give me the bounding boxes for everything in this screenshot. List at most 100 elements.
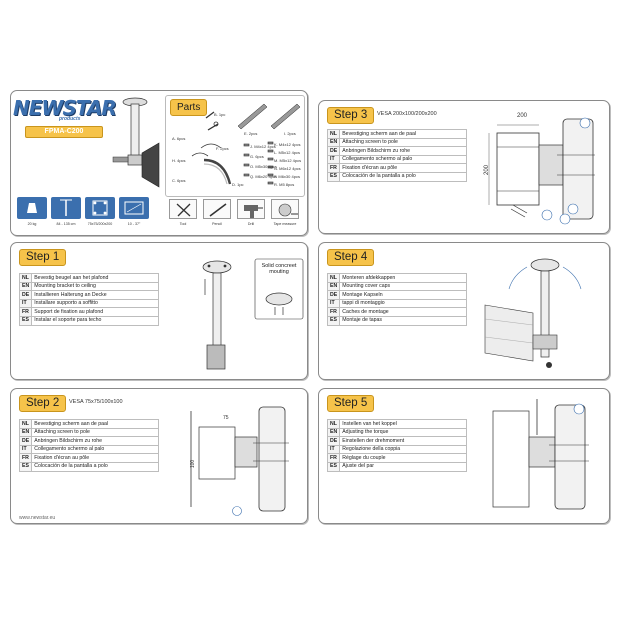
lang-code: FR: [326, 163, 341, 173]
lang-text: Anbringen Bildschirm zu rohe: [31, 436, 160, 446]
step4-illustration: [484, 258, 582, 368]
lang-code: EN: [18, 427, 33, 438]
part-label-o: O. M5x30 4pcs: [250, 164, 277, 169]
lang-code: EN: [326, 137, 341, 148]
lang-text: Anbringen Bildschirm zu rohe: [339, 146, 468, 156]
lang-code: EN: [326, 427, 341, 438]
lang-text: Collegamento schermo al palo: [31, 444, 160, 455]
spec-height-range-icon: [51, 197, 81, 219]
part-label-k: K. M4x12 4pcs: [274, 142, 301, 147]
step1-callout: Solid concreet mouting: [261, 263, 297, 275]
part-label-f: F. 2pcs: [216, 146, 229, 151]
lang-code: ES: [18, 315, 33, 326]
part-label-j: J. M4x12 4pcs: [250, 144, 276, 149]
lang-text: Regolazione della coppia: [339, 444, 468, 455]
lang-code: ES: [18, 461, 33, 472]
lang-code: DE: [326, 436, 341, 446]
lang-code: NL: [326, 129, 341, 139]
lang-code: NL: [18, 273, 33, 283]
overview-panel: NEWSTAR products FPMA-C200 Parts: [10, 90, 308, 236]
step2-dim-width: 75: [223, 415, 229, 421]
lang-text: Ajuste del par: [339, 461, 468, 472]
step5-illustration: [492, 399, 589, 510]
lang-text: Instalar el soporte para techo: [31, 315, 160, 326]
lang-code: DE: [326, 146, 341, 156]
lang-text: Bevestig beugel aan het plafond: [31, 273, 160, 283]
lang-text: Installare supporto a soffitto: [31, 298, 160, 309]
website-link[interactable]: www.newstar.eu: [19, 515, 56, 521]
step1-illustration: [202, 258, 304, 370]
spec-label-vesa: 75x75/200x200: [87, 222, 113, 226]
lang-text: Collegamento schermo al palo: [339, 154, 468, 165]
part-label-e: E. 2pcs: [244, 131, 258, 136]
lang-text: Attaching screen to pole: [31, 427, 160, 438]
step5-tag: Step 5: [327, 395, 375, 412]
part-label-m: M. M5x12 4pcs: [274, 158, 302, 163]
step2-dim-height: 100: [190, 459, 197, 469]
step3-dim-height: 200: [484, 164, 491, 176]
parts-tag: Parts: [170, 99, 208, 116]
brand-logo: NEWSTAR: [13, 96, 117, 120]
spec-vesa-pattern-icon: [85, 197, 115, 219]
parts-illustration: [191, 103, 301, 185]
lang-text: Fixation d'écran au pôle: [339, 163, 468, 173]
model-badge: FPMA-C200: [25, 126, 103, 138]
part-label-i: I. 2pcs: [284, 131, 296, 136]
brand-tagline: products: [59, 116, 81, 122]
lang-text: Einstellen der drehmoment: [339, 436, 468, 446]
lang-code: DE: [326, 290, 341, 300]
lang-text: Bevestiging scherm aan de paal: [31, 419, 160, 429]
lang-code: FR: [326, 307, 341, 317]
lang-text: Support de fixation au plafond: [31, 307, 160, 317]
lang-text: Monteren afdekkappen: [339, 273, 468, 283]
part-label-a: A. 6pcs: [172, 136, 186, 141]
lang-code: ES: [326, 461, 341, 472]
part-label-b: B. 1pc: [214, 112, 226, 117]
part-label-l: L. M5x12 4pcs: [274, 150, 301, 155]
lang-code: NL: [18, 419, 33, 429]
part-label-q: Q. M6x20 4pcs: [250, 174, 277, 179]
tool-label-tape: Tool: [179, 222, 187, 226]
lang-code: ES: [326, 315, 341, 326]
tool-tape-icon: [169, 199, 197, 219]
lang-code: IT: [18, 298, 33, 309]
part-label-d: D. 1pc: [232, 182, 244, 187]
lang-code: NL: [326, 273, 341, 283]
lang-text: Réglage du couple: [339, 453, 468, 463]
step1-tag: Step 1: [19, 249, 67, 266]
lang-code: EN: [326, 281, 341, 292]
lang-text: tappi di montaggio: [339, 298, 468, 309]
lang-code: DE: [18, 436, 33, 446]
spec-label-weight: 20 kg: [27, 222, 37, 226]
lang-text: Attaching screen to pole: [339, 137, 468, 148]
step2-illustration: [190, 406, 289, 516]
parts-box: Parts B. 1pc E. 2pcs: [165, 95, 305, 197]
tool-label-drill: Drill: [247, 222, 255, 226]
part-label-r: R. M5 8pcs: [274, 182, 295, 187]
part-label-n: N. M6x12 4pcs: [274, 166, 301, 171]
spec-screen-size-icon: [119, 197, 149, 219]
